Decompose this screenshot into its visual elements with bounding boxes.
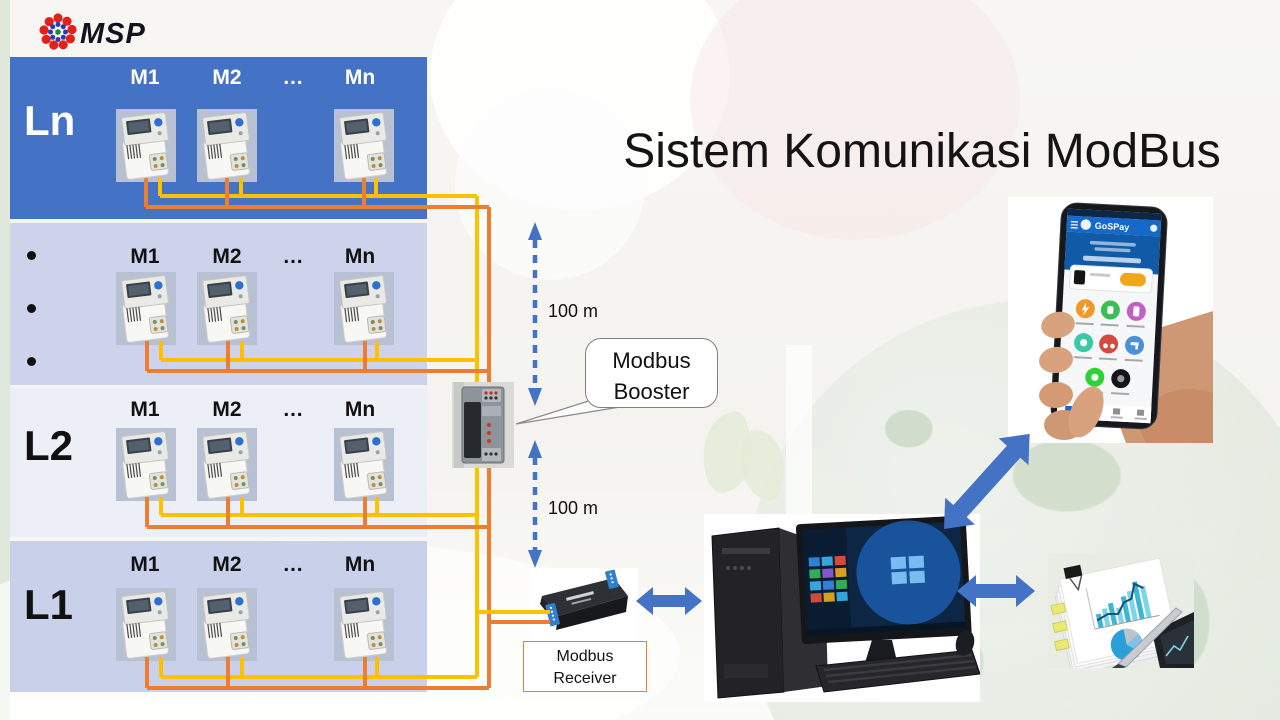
documents-image <box>1048 554 1194 668</box>
meter-column-header: M2 <box>212 398 242 421</box>
logo-text: MSP <box>80 18 146 50</box>
receiver-label-box: Modbus Receiver <box>523 641 647 692</box>
background-swirl <box>455 90 645 280</box>
meter-column-header: M1 <box>130 553 160 576</box>
energy-meter-image <box>197 272 257 345</box>
booster-callout-line2: Booster <box>613 379 690 404</box>
energy-meter-image <box>116 588 176 661</box>
phone-app-title: GoSPay <box>1095 221 1130 233</box>
booster-callout: Modbus Booster <box>585 338 718 408</box>
energy-meter-image <box>334 272 394 345</box>
energy-meter-image <box>116 109 176 182</box>
meter-column-header: … <box>282 398 304 421</box>
meter-column-header: M1 <box>130 66 160 89</box>
meter-column-header: Mn <box>344 66 376 89</box>
booster-callout-line1: Modbus <box>612 348 691 373</box>
level-row-l1: L1 M1 M2 … Mn <box>10 541 427 692</box>
modbus-booster-image <box>452 382 514 468</box>
dashed-arrow-lower <box>528 440 542 568</box>
energy-meter-image <box>334 428 394 501</box>
meter-column-header: Mn <box>344 553 376 576</box>
energy-meter-image <box>197 428 257 501</box>
phone-image: GoSPay <box>1008 197 1213 443</box>
meter-column-header: Mn <box>344 398 376 421</box>
energy-meter-image <box>197 588 257 661</box>
meter-column-header: M1 <box>130 245 160 268</box>
distance-label-lower: 100 m <box>548 498 599 518</box>
receiver-label-line1: Modbus <box>556 648 614 665</box>
energy-meter-image <box>197 109 257 182</box>
meter-column-header: M2 <box>212 245 242 268</box>
level-label: Ln <box>24 97 76 144</box>
meter-column-header: … <box>282 245 304 268</box>
meter-column-header: … <box>282 66 304 89</box>
logo-flower-icon <box>39 13 77 50</box>
background-edge-strip <box>0 0 10 720</box>
meter-column-header: M2 <box>212 553 242 576</box>
ellipsis-dot <box>27 304 36 313</box>
background-pink-blob <box>690 0 1020 240</box>
meter-column-header: M2 <box>212 66 242 89</box>
receiver-label-line2: Receiver <box>553 670 617 687</box>
energy-meter-image <box>116 272 176 345</box>
meter-column-header: M1 <box>130 398 160 421</box>
ellipsis-dot <box>27 251 36 260</box>
modbus-receiver-image <box>530 568 638 640</box>
level-label: L2 <box>24 422 74 469</box>
energy-meter-image <box>334 109 394 182</box>
msp-logo: MSP <box>39 13 146 50</box>
level-row-middle: M1 M2 … Mn <box>10 223 427 385</box>
distance-label-upper: 100 m <box>548 301 599 321</box>
level-row-ln: Ln M1 M2 … Mn <box>10 57 427 219</box>
level-row-l2: L2 M1 M2 … Mn <box>10 388 427 537</box>
meter-column-header: Mn <box>344 245 376 268</box>
slide-title: Sistem Komunikasi ModBus <box>623 125 1221 178</box>
level-label: L1 <box>24 581 74 628</box>
energy-meter-image <box>116 428 176 501</box>
computer-image <box>704 514 980 702</box>
meter-column-header: … <box>282 553 304 576</box>
energy-meter-image <box>334 588 394 661</box>
ellipsis-dot <box>27 357 36 366</box>
